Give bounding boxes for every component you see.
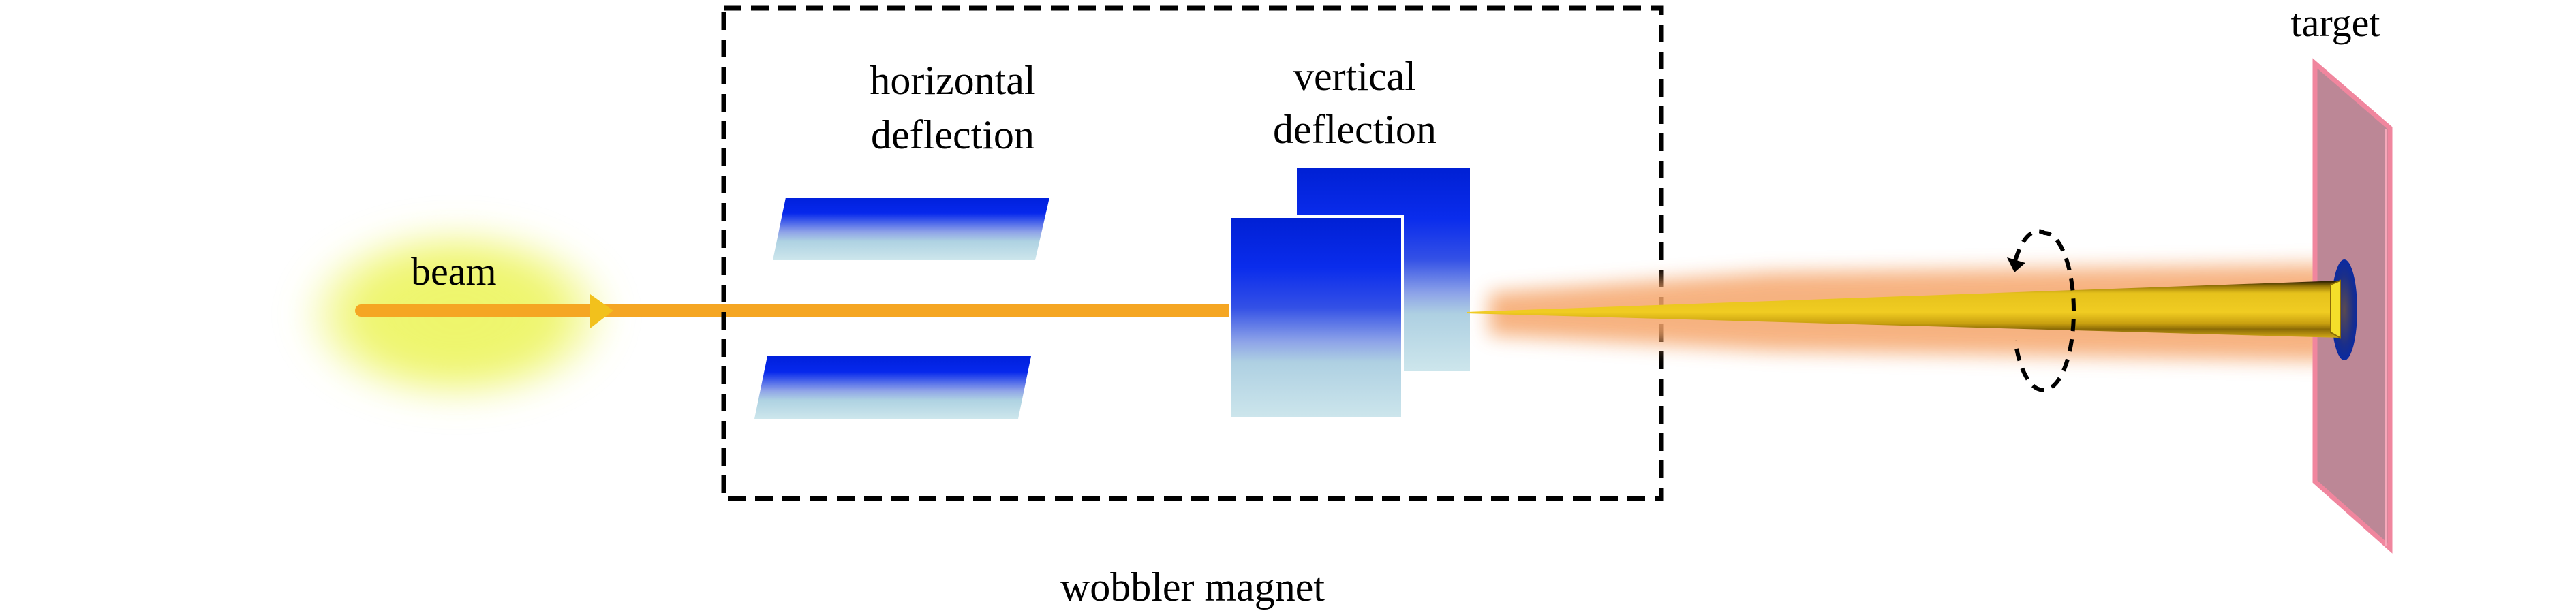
beam-label: beam bbox=[411, 249, 497, 294]
horizontal-deflection-plate-top bbox=[773, 198, 1049, 260]
horizontal-deflection-label: horizontal bbox=[870, 58, 1035, 103]
horizontal-deflection-label: deflection bbox=[871, 112, 1034, 157]
target-label: target bbox=[2291, 1, 2380, 45]
wobbler-magnet-label: wobbler magnet bbox=[1060, 565, 1325, 610]
rotation-indicator-icon bbox=[2013, 229, 2076, 392]
beam-direction-arrow-icon bbox=[590, 294, 613, 328]
beam-cone bbox=[1467, 281, 2340, 338]
horizontal-deflection-plate-bottom bbox=[754, 356, 1031, 419]
vertical-deflection-label: vertical bbox=[1293, 54, 1416, 99]
vertical-deflection-label: deflection bbox=[1273, 107, 1437, 152]
beam-cone-end-face bbox=[2330, 279, 2341, 339]
vertical-deflection-plate-front bbox=[1229, 215, 1404, 420]
rotation-arrowhead-icon bbox=[2007, 257, 2025, 272]
wobbler-magnet-enclosure bbox=[721, 5, 1664, 501]
